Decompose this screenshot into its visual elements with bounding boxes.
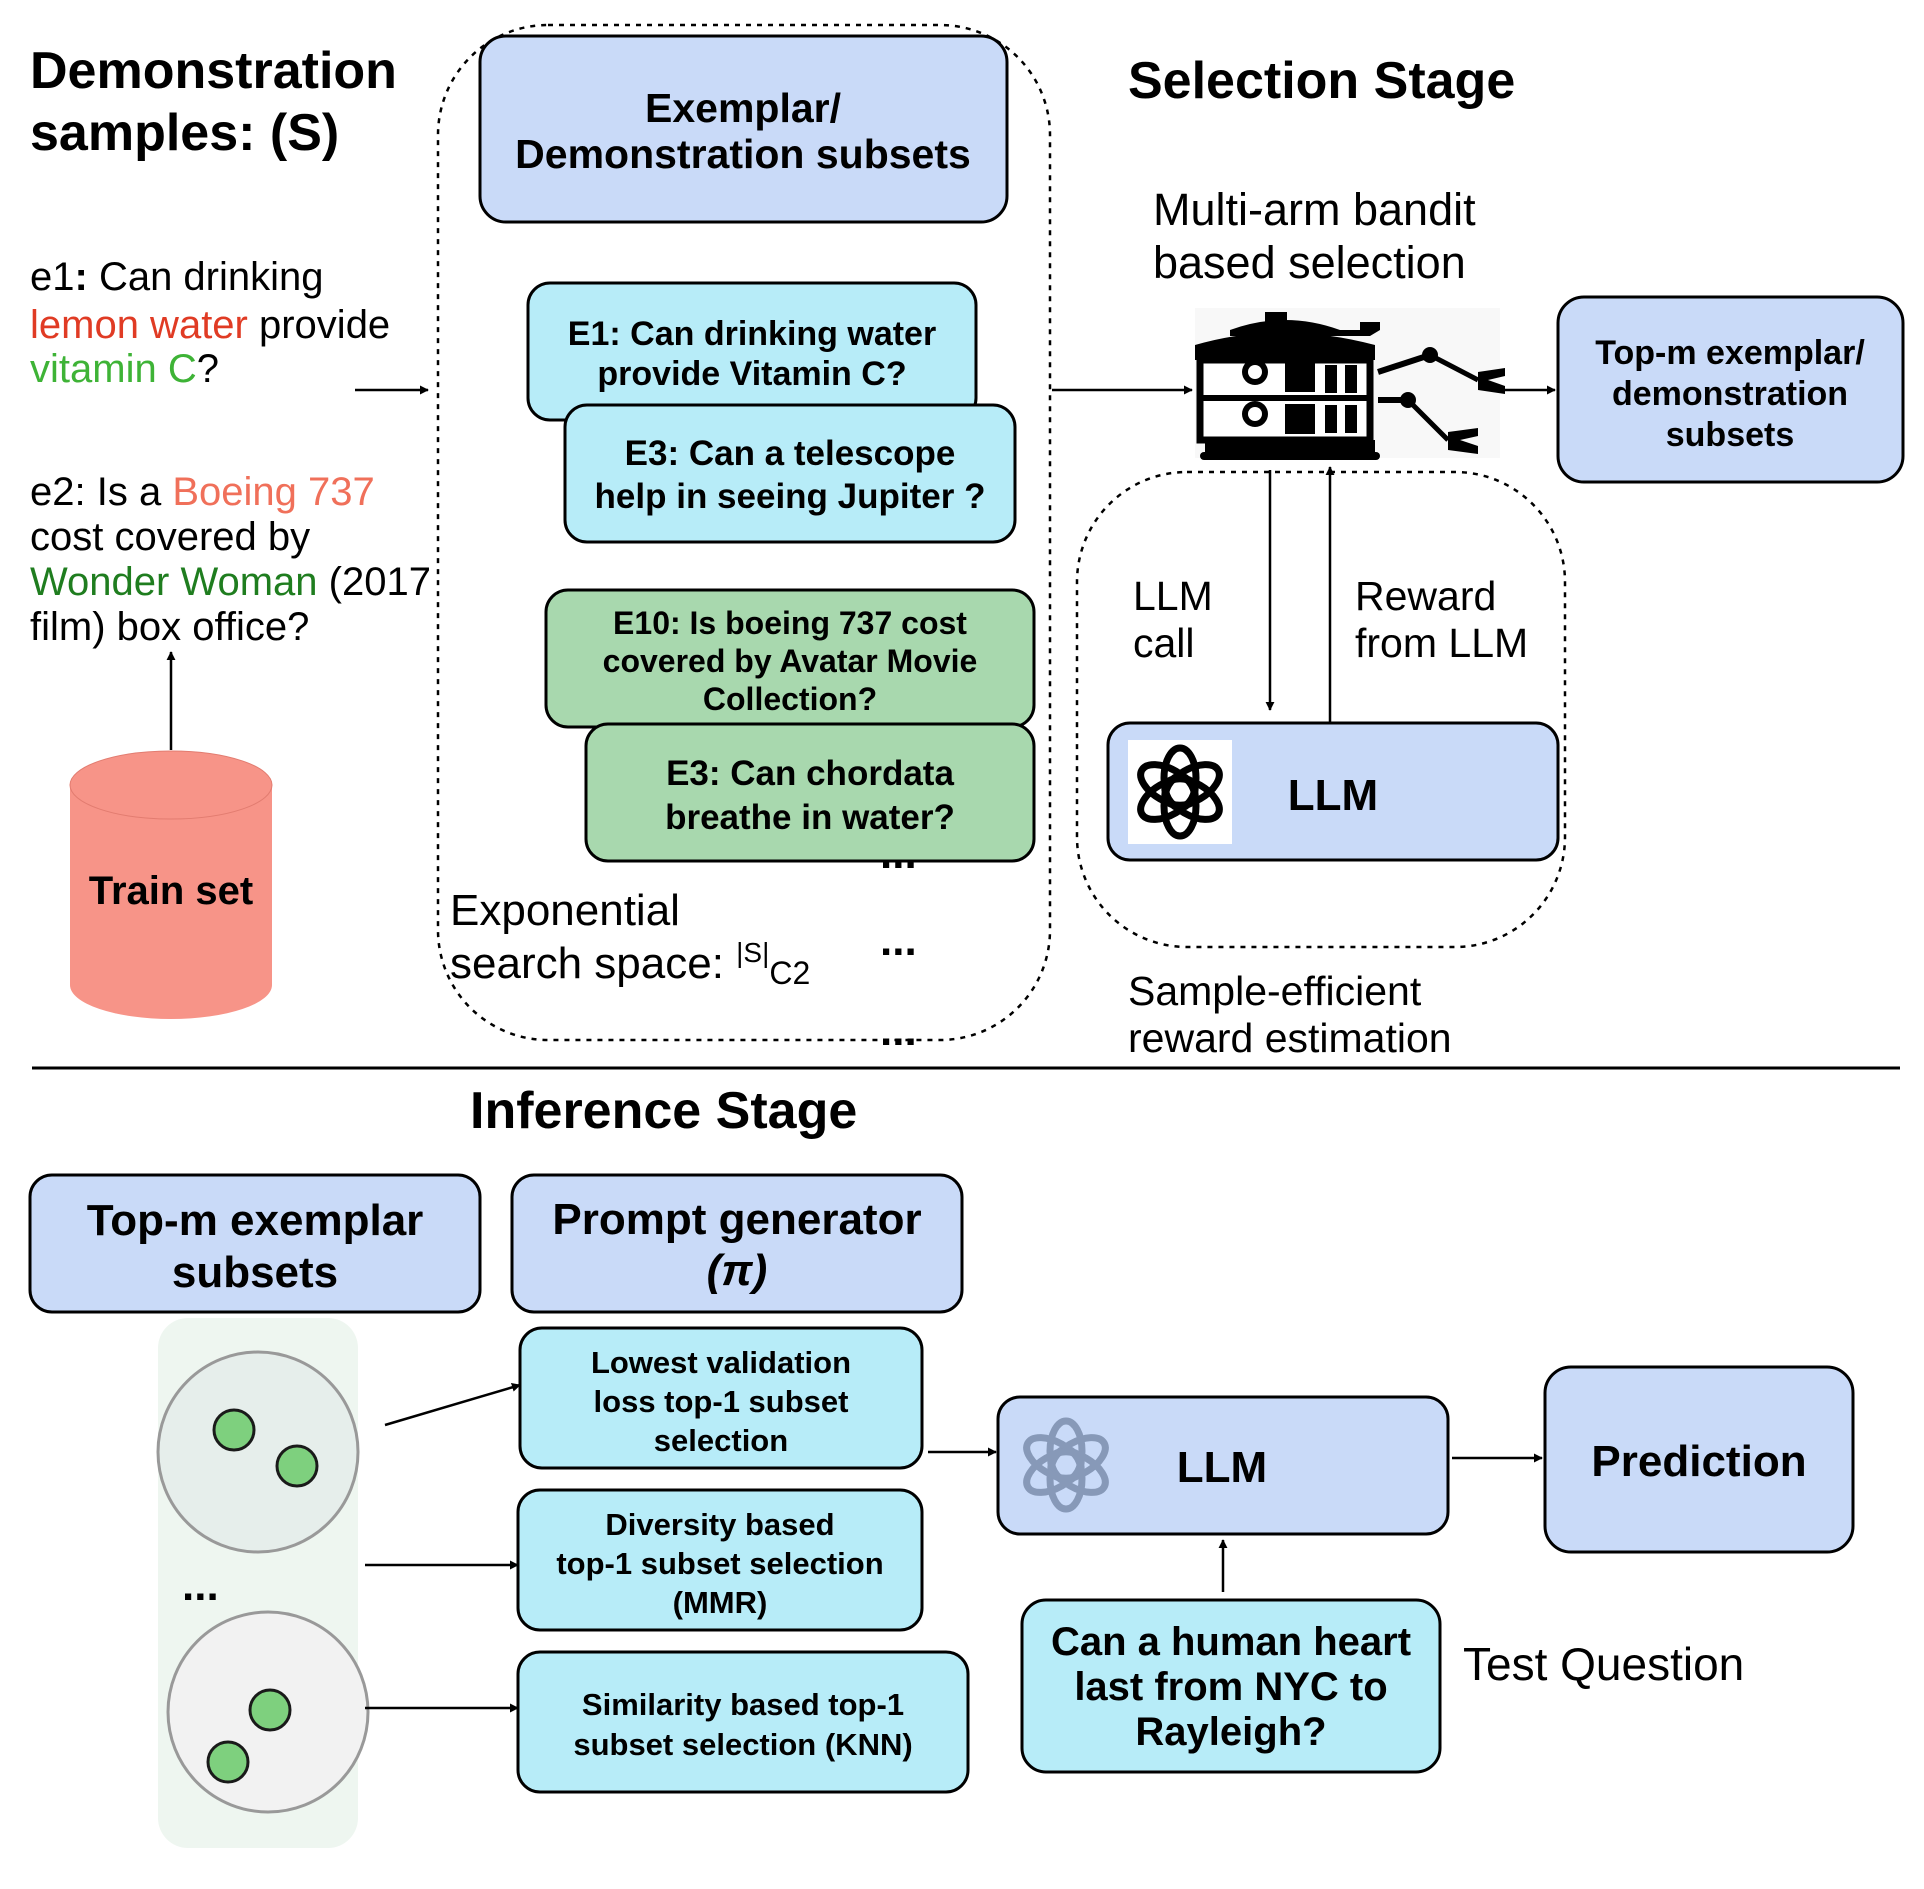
reward-estimation-line2: reward estimation <box>1128 1015 1452 1061</box>
ellipsis-space: ... <box>880 916 917 965</box>
bandit-label-line1: Multi-arm bandit <box>1153 184 1476 235</box>
topm-subsets-line2: demonstration <box>1612 375 1848 413</box>
method1-line3: selection <box>654 1423 788 1458</box>
arrow-to-method1 <box>384 1382 521 1427</box>
train-set-label: Train set <box>89 869 254 913</box>
example-e2-line4: film) box office? <box>30 605 309 649</box>
openai-logo-icon <box>1137 744 1223 840</box>
card-e3-chordata <box>584 722 1036 863</box>
llm-call-label-line1: LLM <box>1133 573 1213 619</box>
bandit-label-line2: based selection <box>1153 237 1466 288</box>
bandit-machine-icon <box>1195 308 1505 460</box>
prediction-label: Prediction <box>1591 1437 1806 1486</box>
example-e2-line3: Wonder Woman (2017 <box>30 560 431 604</box>
inference-topm-line1: Top-m exemplar <box>87 1196 424 1245</box>
reward-label-line1: Reward <box>1355 573 1496 619</box>
method2-line1: Diversity based <box>605 1507 834 1542</box>
example-e1-line1: e1: Can drinking <box>30 255 324 299</box>
test-question-line3: Rayleigh? <box>1135 1710 1326 1754</box>
reward-estimation-dashed-container <box>1075 470 1567 949</box>
prompt-generator-box <box>510 1173 964 1314</box>
card-e3-telescope-line2: help in seeing Jupiter ? <box>595 477 986 516</box>
subsets-title-line2: Demonstration subsets <box>515 131 971 177</box>
ellipsis-cards: ... <box>880 829 917 878</box>
subsets-dashed-container <box>436 23 1052 1042</box>
search-space-line1: Exponential <box>450 886 680 935</box>
card-e1-line1: E1: Can drinking water <box>568 315 936 353</box>
search-space-line2: search space: |S|C2 <box>450 937 810 991</box>
train-set-cylinder <box>69 750 273 1019</box>
llm-label-inference: LLM <box>1177 1443 1267 1492</box>
card-e3-chordata-line2: breathe in water? <box>665 798 955 837</box>
test-question-label: Test Question <box>1463 1638 1744 1690</box>
selection-stage-title: Selection Stage <box>1128 52 1515 110</box>
example-e2-line2: cost covered by <box>30 515 310 559</box>
ellipsis-bottom: ... <box>880 1006 917 1055</box>
llm-box-inference <box>996 1395 1450 1536</box>
card-e10-line3: Collection? <box>703 681 877 717</box>
reward-label-line2: from LLM <box>1355 620 1528 666</box>
topm-subsets-line3: subsets <box>1666 416 1795 454</box>
inference-topm-box <box>28 1173 482 1314</box>
test-question-line1: Can a human heart <box>1051 1620 1411 1664</box>
llm-label-selection: LLM <box>1288 771 1378 820</box>
example-e2-line1: e2: Is a Boeing 737 <box>30 470 375 514</box>
method2-line2: top-1 subset selection <box>556 1546 883 1581</box>
reward-estimation-line1: Sample-efficient <box>1128 968 1422 1014</box>
method3-line1: Similarity based top-1 <box>582 1687 904 1722</box>
method2-line3: (MMR) <box>673 1585 768 1620</box>
method-diversity-box <box>516 1488 924 1632</box>
card-e10-line1: E10: Is boeing 737 cost <box>613 605 967 641</box>
llm-call-label-line2: call <box>1133 620 1195 666</box>
topm-subsets-line1: Top-m exemplar/ <box>1595 334 1865 372</box>
card-e3-telescope-line1: E3: Can a telescope <box>625 434 956 473</box>
method1-line2: loss top-1 subset <box>594 1384 849 1419</box>
method-lowest-validation-box <box>518 1326 924 1470</box>
topm-subsets-box <box>1556 295 1905 484</box>
prediction-box <box>1543 1365 1855 1554</box>
method3-line2: subset selection (KNN) <box>573 1727 912 1762</box>
subset-circle-2 <box>166 1610 370 1814</box>
inference-stage-title: Inference Stage <box>470 1082 857 1140</box>
card-e3-chordata-line1: E3: Can chordata <box>666 754 954 793</box>
subsets-ellipsis: ... <box>182 1561 219 1610</box>
inference-topm-line2: subsets <box>172 1248 338 1297</box>
subset-circle-1 <box>156 1350 360 1554</box>
demo-samples-title-line2: samples: (S) <box>30 104 339 162</box>
example-e1-line2: lemon water provide <box>30 303 390 347</box>
method1-line1: Lowest validation <box>591 1345 851 1380</box>
method-similarity-box <box>516 1650 970 1794</box>
example-e1-line3: vitamin C? <box>30 347 219 391</box>
test-question-line2: last from NYC to <box>1074 1665 1387 1709</box>
subsets-title-line1: Exemplar/ <box>645 85 841 131</box>
openai-logo-bg <box>1128 740 1232 844</box>
test-question-box <box>1020 1598 1442 1774</box>
subsets-title-box <box>478 34 1009 224</box>
card-e1-line2: provide Vitamin C? <box>597 355 906 393</box>
prompt-generator-line1: Prompt generator <box>552 1195 921 1244</box>
card-e10-line2: covered by Avatar Movie <box>603 643 978 679</box>
prompt-generator-line2: (π) <box>707 1246 768 1295</box>
openai-logo-icon-faded <box>1023 1417 1109 1513</box>
card-e3-telescope <box>563 403 1017 544</box>
demo-samples-title-line1: Demonstration <box>30 42 397 100</box>
